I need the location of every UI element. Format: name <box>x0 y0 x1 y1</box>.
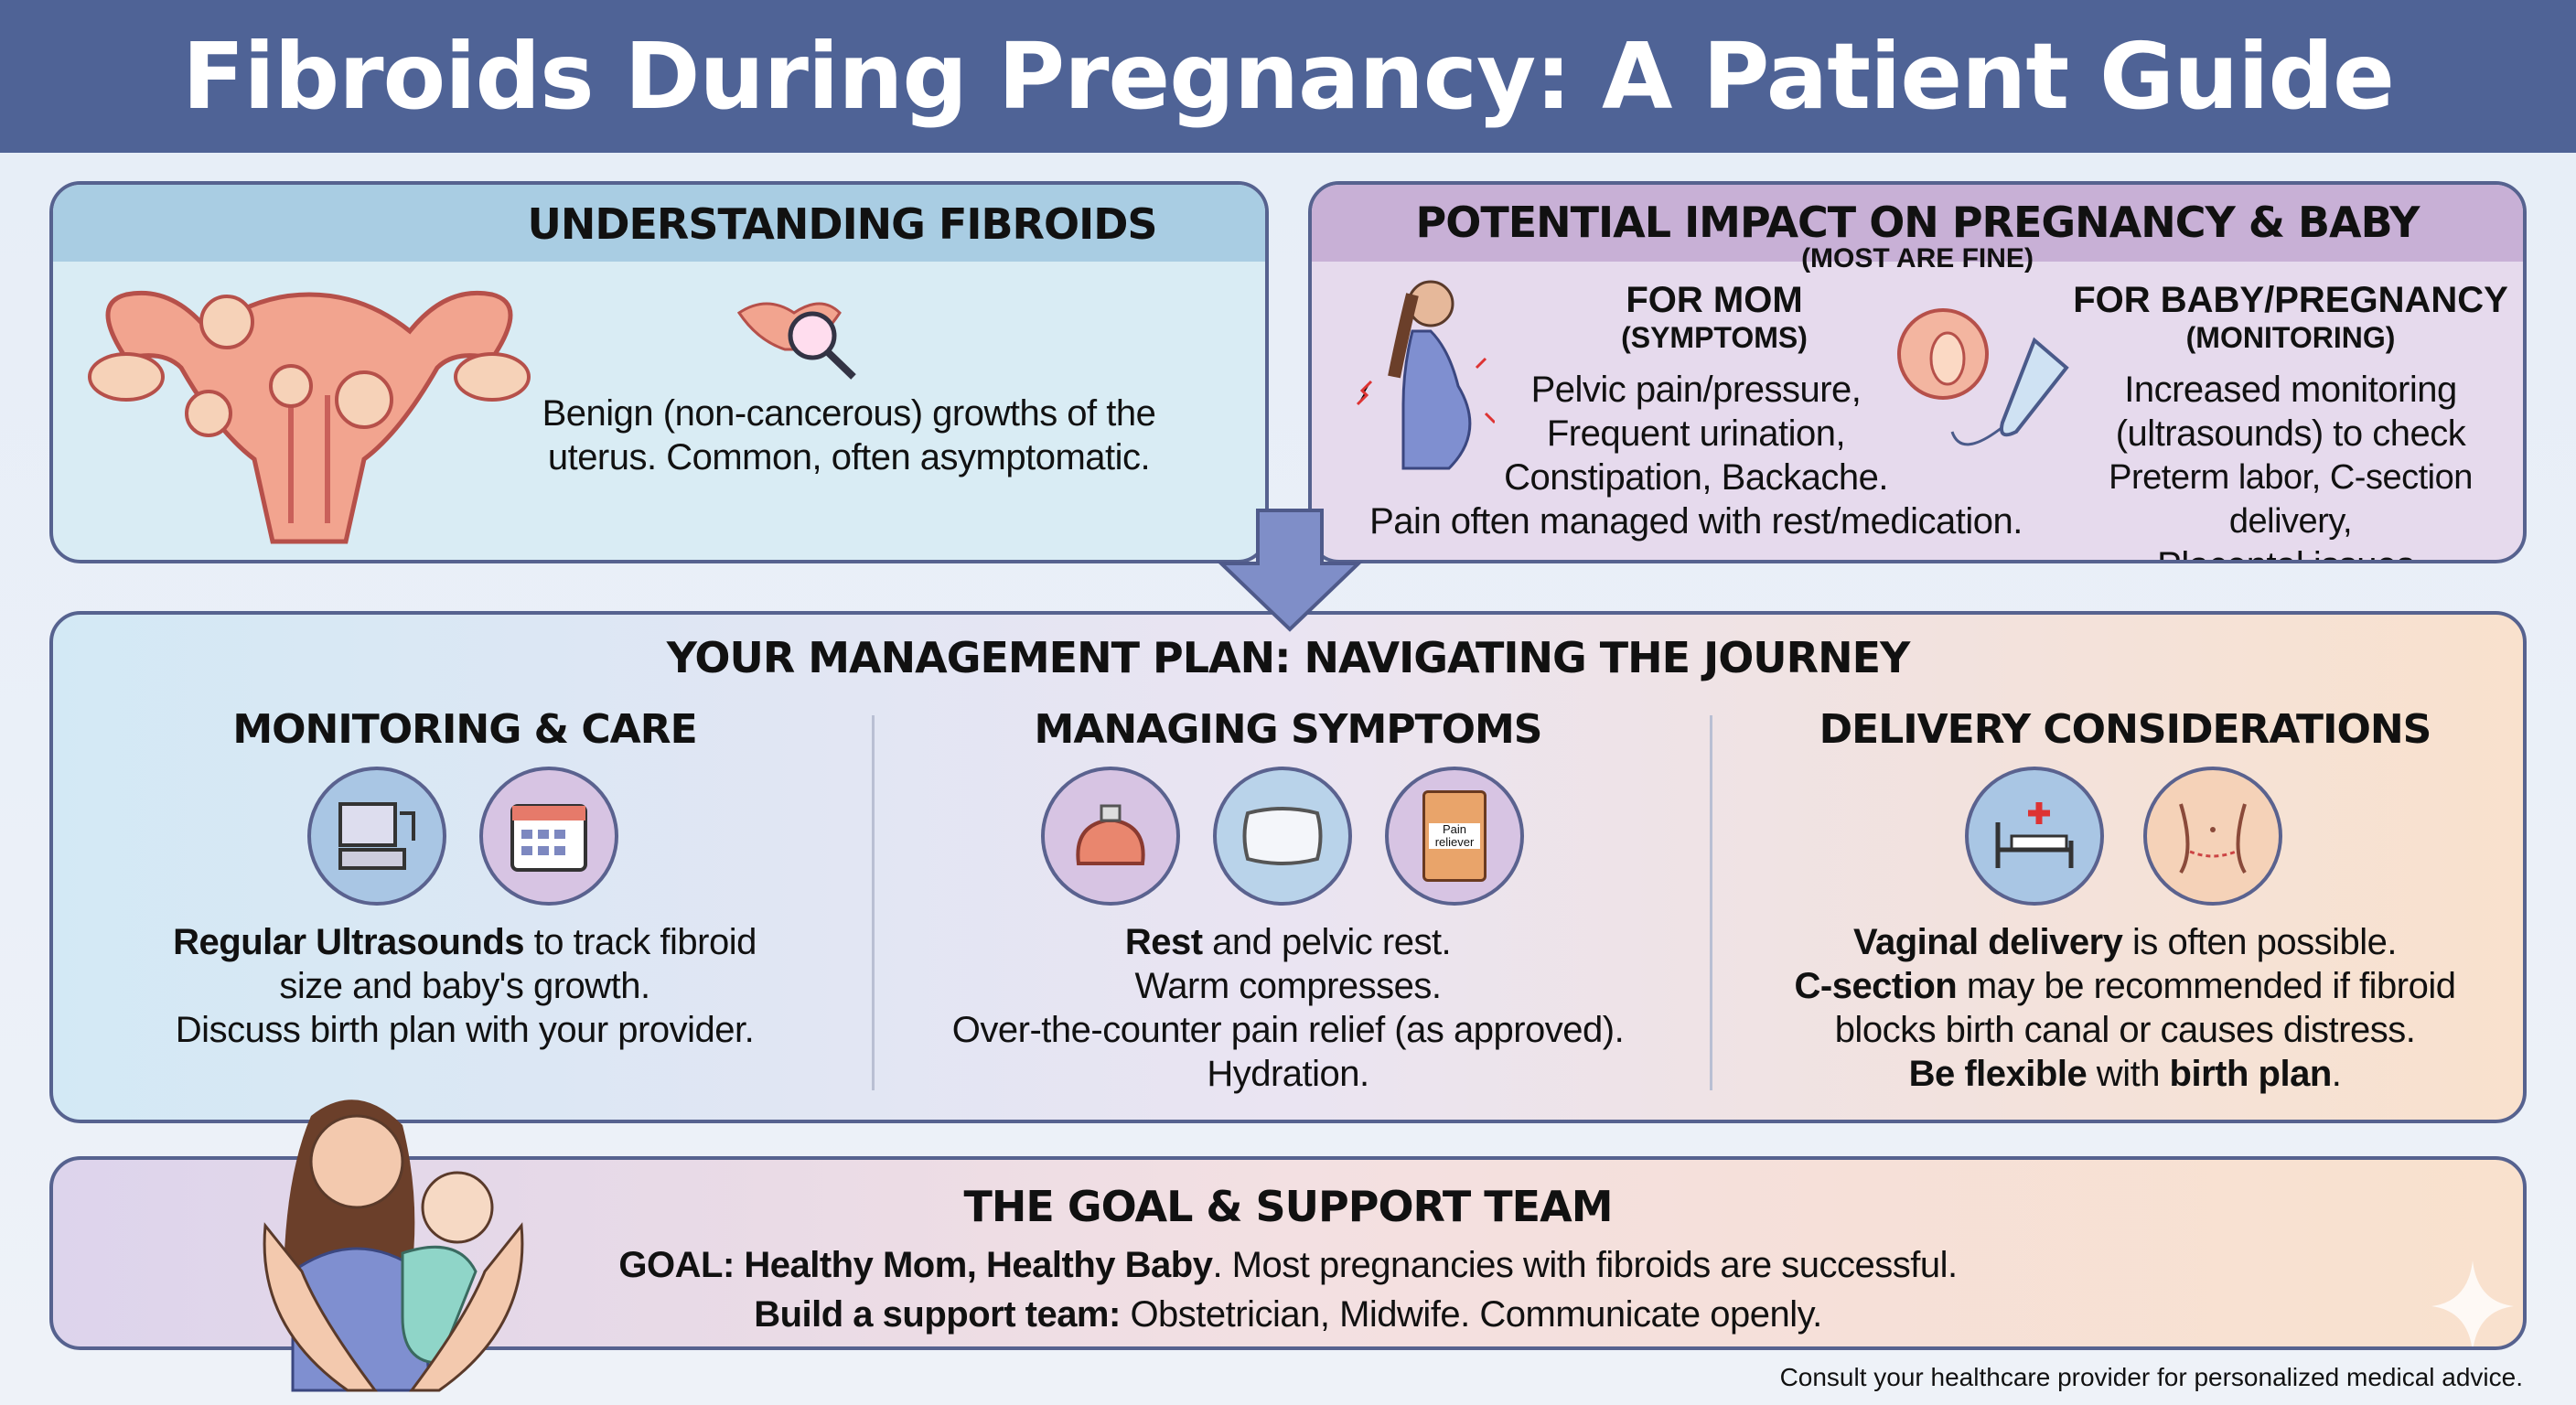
mom-symptoms-text: Pelvic pain/pressure, Frequent urination… <box>1348 368 2044 543</box>
magnifier-uterus-icon <box>736 302 856 380</box>
text-line: blocks birth canal or causes distress. <box>1834 1010 2416 1050</box>
text: and pelvic rest. <box>1202 922 1452 962</box>
bold-text: Regular Ultrasounds <box>173 922 525 962</box>
column-title: DELIVERY CONSIDERATIONS <box>1819 706 2432 753</box>
text-line: Pain often managed with rest/medication. <box>1369 501 2023 542</box>
understanding-text: Benign (non-cancerous) growths of the ut… <box>437 391 1261 479</box>
management-plan-panel: YOUR MANAGEMENT PLAN: NAVIGATING THE JOU… <box>49 611 2527 1123</box>
bold-text: Vaginal delivery <box>1853 922 2123 962</box>
title-bar: Fibroids During Pregnancy: A Patient Gui… <box>0 0 2576 153</box>
text: . Most pregnancies with fibroids are suc… <box>1212 1245 1958 1285</box>
text-line: Benign (non-cancerous) growths of the <box>542 393 1156 434</box>
column-title: MONITORING & CARE <box>232 706 697 753</box>
footer-disclaimer: Consult your healthcare provider for per… <box>1779 1363 2523 1391</box>
ultrasound-machine-icon <box>307 767 446 906</box>
understanding-fibroids-panel: UNDERSTANDING FIBROIDS Benign (non-cance… <box>49 181 1269 563</box>
pill-label: Pain reliever <box>1429 823 1480 849</box>
column-divider <box>872 715 875 1090</box>
column-divider <box>1710 715 1712 1090</box>
text-line: Over-the-counter pain relief (as approve… <box>951 1010 1625 1050</box>
text-line: Increased monitoring <box>2124 370 2457 410</box>
text: . <box>2331 1054 2342 1094</box>
bold-text: Rest <box>1124 922 1203 962</box>
page-title: Fibroids During Pregnancy: A Patient Gui… <box>182 23 2395 130</box>
text-line: Preterm labor, C-section delivery, <box>2109 458 2473 541</box>
for-baby-column: FOR BABY/PREGNANCY (MONITORING) <box>2062 280 2519 355</box>
text: may be recommended if fibroid <box>1957 966 2456 1006</box>
section-heading: YOUR MANAGEMENT PLAN: NAVIGATING THE JOU… <box>666 633 1911 682</box>
pain-reliever-bottle-icon: Pain reliever <box>1385 767 1524 906</box>
section-heading: UNDERSTANDING FIBROIDS <box>527 199 1157 249</box>
column-title: FOR BABY/PREGNANCY <box>2073 280 2508 320</box>
monitoring-care-column: MONITORING & CARE <box>53 706 876 753</box>
pillow-icon <box>1213 767 1352 906</box>
delivery-column: DELIVERY CONSIDERATIONS <box>1713 706 2523 753</box>
baby-monitoring-text: Increased monitoring (ultrasounds) to ch… <box>2062 368 2519 560</box>
column-subtitle: (SYMPTOMS) <box>1621 321 1808 354</box>
sparkle-icon <box>2431 1260 2514 1346</box>
text-line: Constipation, Backache. <box>1504 457 1888 498</box>
section-heading: THE GOAL & SUPPORT TEAM <box>963 1182 1614 1231</box>
column-title: MANAGING SYMPTOMS <box>1034 706 1543 753</box>
text-line: Discuss birth plan with your provider. <box>175 1010 755 1050</box>
uterus-illustration-icon <box>88 290 531 544</box>
for-mom-column: FOR MOM (SYMPTOMS) <box>1495 280 1934 355</box>
impact-panel: POTENTIAL IMPACT ON PREGNANCY & BABY (MO… <box>1308 181 2527 563</box>
bold-text: C-section <box>1794 966 1958 1006</box>
text-line: (ultrasounds) to check <box>2115 413 2466 454</box>
bold-text: GOAL: Healthy Mom, Healthy Baby <box>618 1245 1213 1285</box>
text-line: Pelvic pain/pressure, <box>1530 370 1862 410</box>
symptoms-text: Rest and pelvic rest. Warm compresses. O… <box>876 920 1700 1096</box>
delivery-text: Vaginal delivery is often possible. C-se… <box>1713 920 2523 1096</box>
text-line: Placental issues. <box>2062 543 2519 560</box>
pregnant-woman-icon <box>1356 280 1495 470</box>
down-arrow-icon <box>1217 509 1363 632</box>
column-subtitle: (MONITORING) <box>2185 321 2396 354</box>
fetus-ultrasound-icon <box>1897 308 2069 446</box>
hot-water-bag-icon <box>1041 767 1180 906</box>
calendar-icon <box>479 767 618 906</box>
section-subheading: (MOST ARE FINE) <box>1801 243 2034 273</box>
text: is often possible. <box>2122 922 2397 962</box>
text-line: uterus. Common, often asymptomatic. <box>547 437 1151 477</box>
panel-header <box>1312 185 2523 262</box>
section-heading: POTENTIAL IMPACT ON PREGNANCY & BABY <box>1415 198 2420 247</box>
text-line: Hydration. <box>1207 1054 1369 1094</box>
bold-text: birth plan <box>2169 1054 2333 1094</box>
managing-symptoms-column: MANAGING SYMPTOMS <box>876 706 1700 753</box>
text: with <box>2087 1054 2170 1094</box>
monitoring-text: Regular Ultrasounds to track fibroid siz… <box>53 920 876 1052</box>
text-line: size and baby's growth. <box>279 966 650 1006</box>
text-line: Frequent urination, <box>1546 413 1846 454</box>
goal-text: GOAL: Healthy Mom, Healthy Baby. Most pr… <box>53 1240 2523 1339</box>
c-section-belly-icon <box>2143 767 2282 906</box>
mother-baby-illustration-icon <box>263 1099 524 1392</box>
hospital-bed-icon <box>1965 767 2104 906</box>
text-line: Warm compresses. <box>1134 966 1442 1006</box>
panel-header <box>53 185 1265 262</box>
text: to track fibroid <box>524 922 757 962</box>
text: Obstetrician, Midwife. Communicate openl… <box>1120 1294 1822 1335</box>
bold-text: Be flexible <box>1908 1054 2088 1094</box>
column-title: FOR MOM <box>1626 280 1803 320</box>
bold-text: Build a support team: <box>754 1294 1121 1335</box>
